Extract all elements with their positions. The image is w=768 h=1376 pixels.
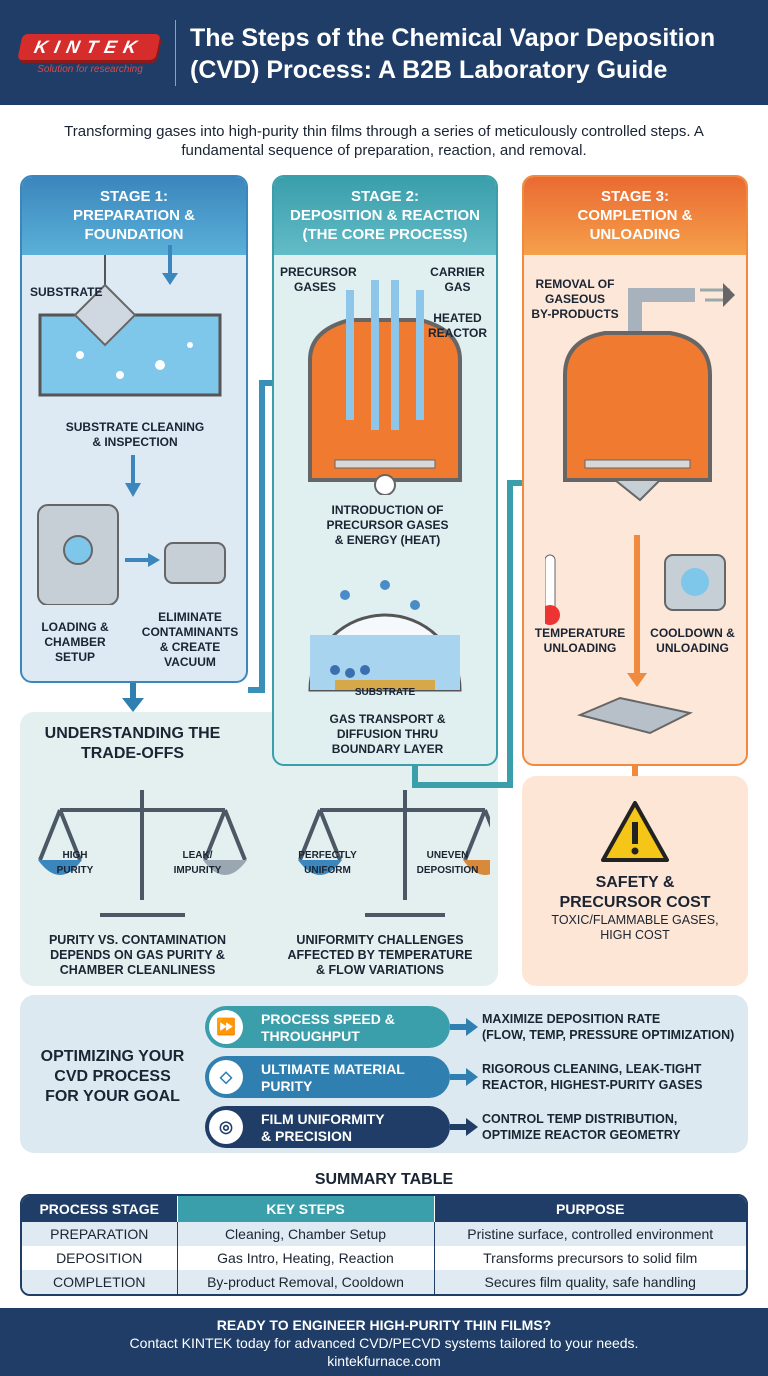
heated-reactor-label: HEATED REACTOR	[427, 311, 488, 340]
uniform-label: PERFECTLY UNIFORM	[298, 850, 357, 876]
goal-arrows	[450, 1018, 478, 1136]
stage1-title: STAGE 1: PREPARATION & FOUNDATION	[22, 177, 246, 255]
table-cell: PREPARATION	[50, 1226, 149, 1242]
boundary-layer-illustration	[308, 580, 462, 692]
table-cell: Secures film quality, safe handling	[433, 1270, 746, 1294]
safety-title: SAFETY & PRECURSOR COST	[559, 874, 711, 911]
finished-wafer-icon	[576, 696, 693, 735]
table-cell: Cleaning, Chamber Setup	[176, 1222, 434, 1246]
boundary-substrate-label: SUBSTRATE	[354, 687, 416, 698]
scale1-caption: PURITY VS. CONTAMINATION DEPENDS ON GAS …	[48, 933, 227, 977]
goal-speed: ⏩PROCESS SPEED & THROUGHPUT	[205, 1006, 450, 1048]
table-cell: Transforms precursors to solid film	[433, 1246, 746, 1270]
summary-table: PROCESS STAGE KEY STEPS PURPOSE PREPARAT…	[20, 1194, 748, 1296]
removal-label: REMOVAL OF GASEOUS BY-PRODUCTS	[531, 277, 619, 321]
intro-text: Transforming gases into high-purity thin…	[64, 123, 704, 159]
footer-headline: READY TO ENGINEER HIGH-PURITY THIN FILMS…	[216, 1317, 552, 1333]
carrier-label: CARRIER GAS	[430, 265, 485, 294]
footer: READY TO ENGINEER HIGH-PURITY THIN FILMS…	[0, 1308, 768, 1376]
cooldown-label: COOLDOWN & UNLOADING	[650, 626, 735, 655]
goal-purity: ◇ULTIMATE MATERIAL PURITY	[205, 1056, 450, 1098]
divider	[175, 20, 176, 86]
precursor-label: PRECURSOR GASES	[280, 265, 357, 294]
vacuum-label: ELIMINATE CONTAMINANTS & CREATE VACUUM	[141, 610, 239, 669]
high-purity-label: HIGH PURITY	[56, 850, 94, 876]
header-steps: KEY STEPS	[176, 1196, 434, 1222]
stage3-title: STAGE 3: COMPLETION & UNLOADING	[524, 177, 746, 255]
loading-label: LOADING & CHAMBER SETUP	[41, 620, 109, 664]
fast-forward-icon: ⏩	[209, 1010, 243, 1044]
tradeoffs-title: UNDERSTANDING THE TRADE-OFFS	[44, 725, 221, 762]
temperature-label: TEMPERATURE UNLOADING	[534, 626, 626, 655]
warning-icon	[601, 801, 669, 862]
goal-purity-result: RIGOROUS CLEANING, LEAK-TIGHT REACTOR, H…	[482, 1062, 703, 1092]
substrate-label: SUBSTRATE	[30, 285, 103, 299]
transport-label: GAS TRANSPORT & DIFFUSION THRU BOUNDARY …	[329, 712, 446, 756]
summary-title: SUMMARY TABLE	[314, 1171, 454, 1188]
table-cell: DEPOSITION	[56, 1250, 143, 1266]
table-cell: COMPLETION	[52, 1274, 146, 1290]
table-cell: Pristine surface, controlled environment	[433, 1222, 746, 1246]
introduction-label: INTRODUCTION OF PRECURSOR GASES & ENERGY…	[326, 503, 449, 547]
header-stage: PROCESS STAGE	[22, 1196, 177, 1222]
stage2-title: STAGE 2: DEPOSITION & REACTION (THE CORE…	[274, 177, 496, 255]
footer-text: Contact KINTEK today for advanced CVD/PE…	[129, 1335, 639, 1351]
goal-uniformity: ◎FILM UNIFORMITY & PRECISION	[205, 1106, 450, 1148]
diamond-icon: ◇	[209, 1060, 243, 1094]
goal-uniformity-result: CONTROL TEMP DISTRIBUTION, OPTIMIZE REAC…	[482, 1112, 681, 1142]
uneven-label: UNEVEN DEPOSITION	[416, 850, 479, 876]
balance-scales-illustration	[38, 790, 490, 917]
safety-text: TOXIC/FLAMMABLE GASES, HIGH COST	[551, 913, 719, 942]
logo-tagline: Solution for researching	[37, 64, 143, 75]
goal-speed-result: MAXIMIZE DEPOSITION RATE (FLOW, TEMP, PR…	[482, 1012, 735, 1042]
leak-impurity-label: LEAK/ IMPURITY	[173, 850, 222, 876]
completion-illustration	[545, 283, 735, 687]
chamber-pump-illustration	[37, 455, 226, 605]
reactor-illustration	[308, 280, 462, 495]
cleaning-bath-illustration	[38, 245, 222, 397]
table-header-row: PROCESS STAGE KEY STEPS PURPOSE	[22, 1196, 746, 1222]
table-cell: By-product Removal, Cooldown	[176, 1270, 434, 1294]
cleaning-label: SUBSTRATE CLEANING & INSPECTION	[65, 420, 205, 449]
footer-url-link[interactable]: kintekfurnace.com	[327, 1353, 441, 1369]
header-purpose: PURPOSE	[433, 1196, 746, 1222]
optimize-title: OPTIMIZING YOUR CVD PROCESS FOR YOUR GOA…	[40, 1048, 185, 1105]
target-icon: ◎	[209, 1110, 243, 1144]
scale2-caption: UNIFORMITY CHALLENGES AFFECTED BY TEMPER…	[287, 933, 473, 977]
table-cell: Gas Intro, Heating, Reaction	[176, 1246, 434, 1270]
page-title: The Steps of the Chemical Vapor Depositi…	[190, 24, 716, 84]
